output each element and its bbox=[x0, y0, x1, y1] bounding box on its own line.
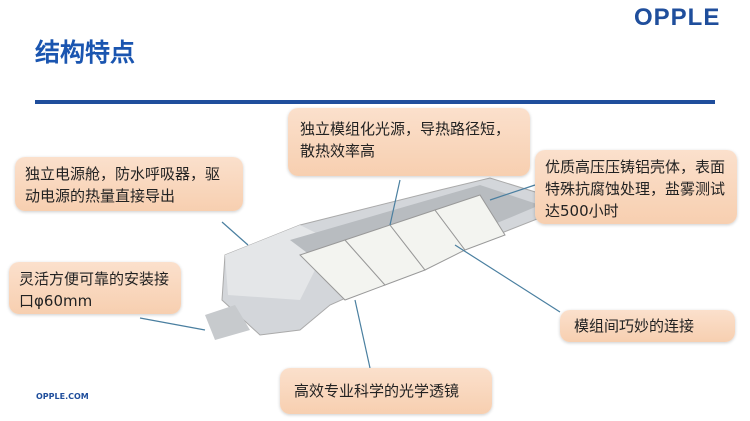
callout-text: 独立模组化光源，导热路径短，散热效率高 bbox=[300, 120, 511, 160]
callout-mounting-interface: 灵活方便可靠的安装接口φ60mm bbox=[9, 262, 181, 314]
website-link[interactable]: OPPLE.COM bbox=[36, 392, 89, 401]
page-title: 结构特点 bbox=[35, 38, 136, 67]
callout-text: 独立电源舱，防水呼吸器，驱动电源的热量直接导出 bbox=[25, 165, 221, 205]
callout-text: 高效专业科学的光学透镜 bbox=[294, 382, 460, 400]
callout-power-compartment: 独立电源舱，防水呼吸器，驱动电源的热量直接导出 bbox=[15, 157, 243, 211]
title-divider bbox=[35, 100, 715, 104]
led-modules bbox=[299, 194, 506, 301]
callout-text: 优质高压压铸铝壳体，表面特殊抗腐蚀处理，盐雾测试达500小时 bbox=[545, 158, 726, 220]
callout-modular-light-source: 独立模组化光源，导热路径短，散热效率高 bbox=[288, 108, 530, 176]
callout-module-connection: 模组间巧妙的连接 bbox=[560, 310, 735, 342]
callout-optical-lens: 高效专业科学的光学透镜 bbox=[280, 368, 492, 414]
opple-logo: OPPLE bbox=[634, 4, 721, 31]
callout-arrows bbox=[139, 179, 561, 369]
callout-housing: 优质高压压铸铝壳体，表面特殊抗腐蚀处理，盐雾测试达500小时 bbox=[535, 150, 737, 224]
callout-text: 模组间巧妙的连接 bbox=[574, 317, 695, 335]
callout-text: 灵活方便可靠的安装接口φ60mm bbox=[19, 270, 170, 310]
